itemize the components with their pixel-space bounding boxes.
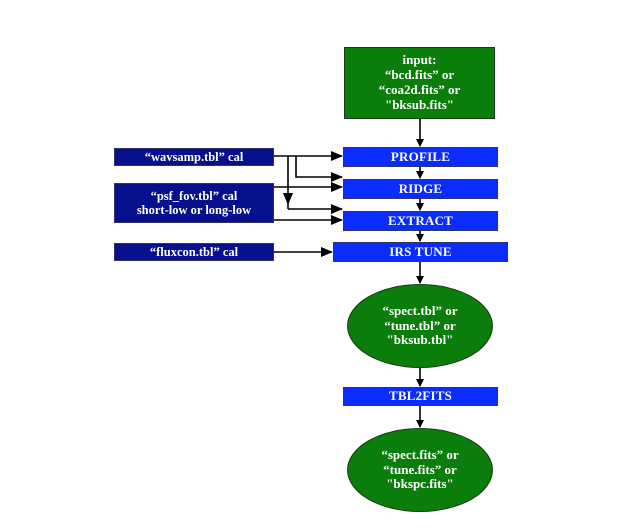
step-extract: EXTRACT: [343, 211, 498, 231]
cal-fluxcon-box: “fluxcon.tbl” cal: [114, 243, 274, 261]
input-files-box: input: “bcd.fits” or “coa2d.fits” or "bk…: [344, 47, 495, 119]
cal-psf-fov-box: “psf_fov.tbl” cal short-low or long-low: [114, 183, 274, 223]
step-profile: PROFILE: [343, 147, 498, 167]
arrow-wavsamp-to-ridge: [295, 156, 343, 182]
step-ridge: RIDGE: [343, 179, 498, 199]
step-irs-tune: IRS TUNE: [333, 242, 508, 262]
fits-output-ellipse: “spect.fits” or “tune.fits” or "bkspc.fi…: [347, 428, 493, 512]
step-tbl2fits: TBL2FITS: [343, 387, 498, 406]
cal-wavsamp-box: “wavsamp.tbl” cal: [114, 148, 274, 166]
table-output-ellipse: “spect.tbl” or “tune.tbl” or "bksub.tbl": [347, 284, 493, 368]
